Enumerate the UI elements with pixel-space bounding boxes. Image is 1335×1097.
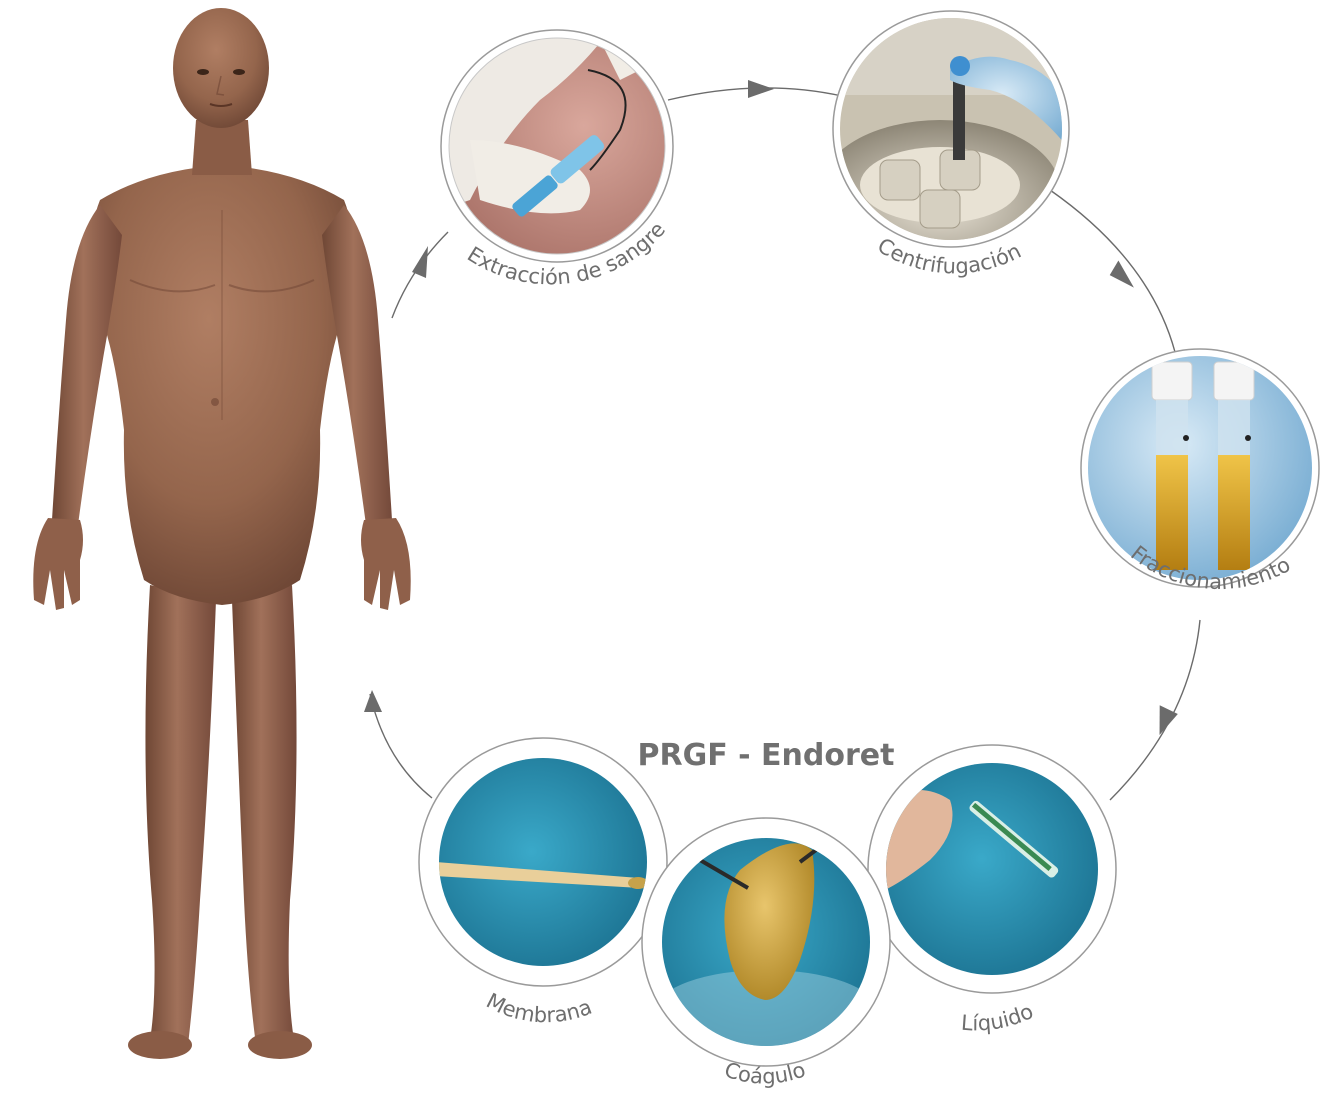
products-title: PRGF - Endoret [638, 738, 895, 773]
svg-text:Líquido: Líquido [960, 999, 1037, 1035]
step-fraccionamiento: Fraccionamiento [1081, 349, 1320, 594]
step-centrifugacion: Centrifugación [820, 11, 1080, 278]
human-figure [33, 8, 410, 1059]
product-liquido: Líquido [868, 745, 1116, 1036]
product-coagulo: Coágulo [642, 818, 890, 1089]
arrow-head-icon [364, 690, 382, 712]
product-membrana: Membrana [419, 738, 667, 1027]
step-extraccion: Extracción de sangre [440, 30, 680, 289]
arrow-head-icon [1108, 259, 1138, 287]
label-liquido: Líquido [960, 999, 1037, 1035]
arrow-head-icon [748, 80, 774, 98]
svg-text:Membrana: Membrana [482, 989, 595, 1028]
label-membrana: Membrana [482, 989, 595, 1028]
